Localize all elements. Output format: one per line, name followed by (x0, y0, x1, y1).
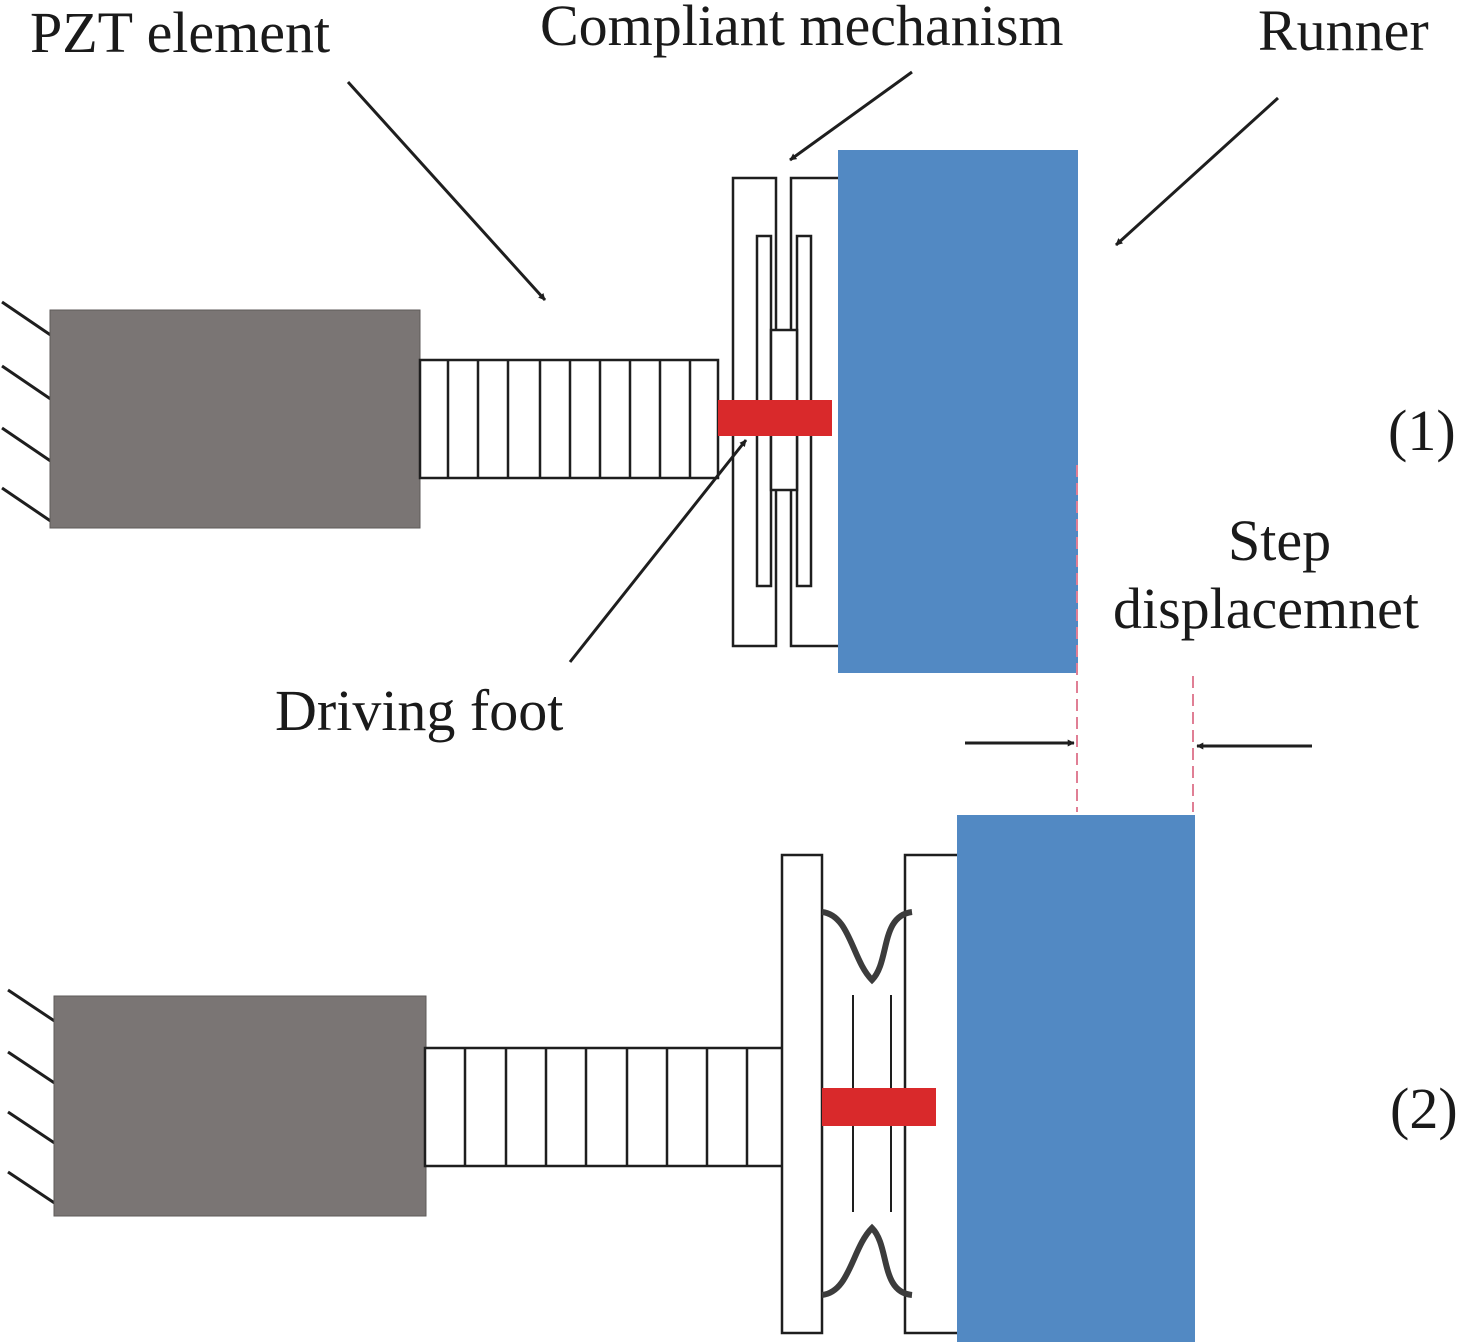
runner-callout-arrow (1114, 96, 1280, 247)
compliant-mechanism-label: Compliant mechanism (540, 0, 1064, 58)
state-2-assembly (7, 815, 1195, 1342)
base-block-1 (49, 309, 421, 529)
fixed-support-hatch-2 (7, 988, 57, 1206)
driving-foot-2 (822, 1088, 936, 1126)
step-label-line1: Step (1228, 508, 1331, 573)
runner-block-1 (838, 150, 1078, 673)
state-1-label: (1) (1388, 398, 1456, 463)
step-displacement-indicator (965, 465, 1312, 812)
runner-label: Runner (1258, 0, 1429, 63)
pzt-stack-1 (418, 358, 720, 480)
driving-foot-callout-arrow (568, 439, 748, 663)
pzt-element-label: PZT element (30, 0, 330, 65)
runner-block-2 (957, 815, 1195, 1342)
pzt-stack-2 (423, 1046, 823, 1168)
pzt-callout-arrow (346, 80, 547, 302)
driving-foot-1 (718, 400, 832, 436)
step-label-line2: displacemnet (1113, 576, 1419, 641)
compliant-callout-arrow (789, 70, 913, 162)
state-2-label: (2) (1390, 1076, 1458, 1141)
base-block-2 (53, 995, 427, 1217)
fixed-support-hatch-1 (1, 300, 53, 524)
driving-foot-label: Driving foot (275, 678, 563, 743)
state-1-assembly (1, 150, 1078, 673)
